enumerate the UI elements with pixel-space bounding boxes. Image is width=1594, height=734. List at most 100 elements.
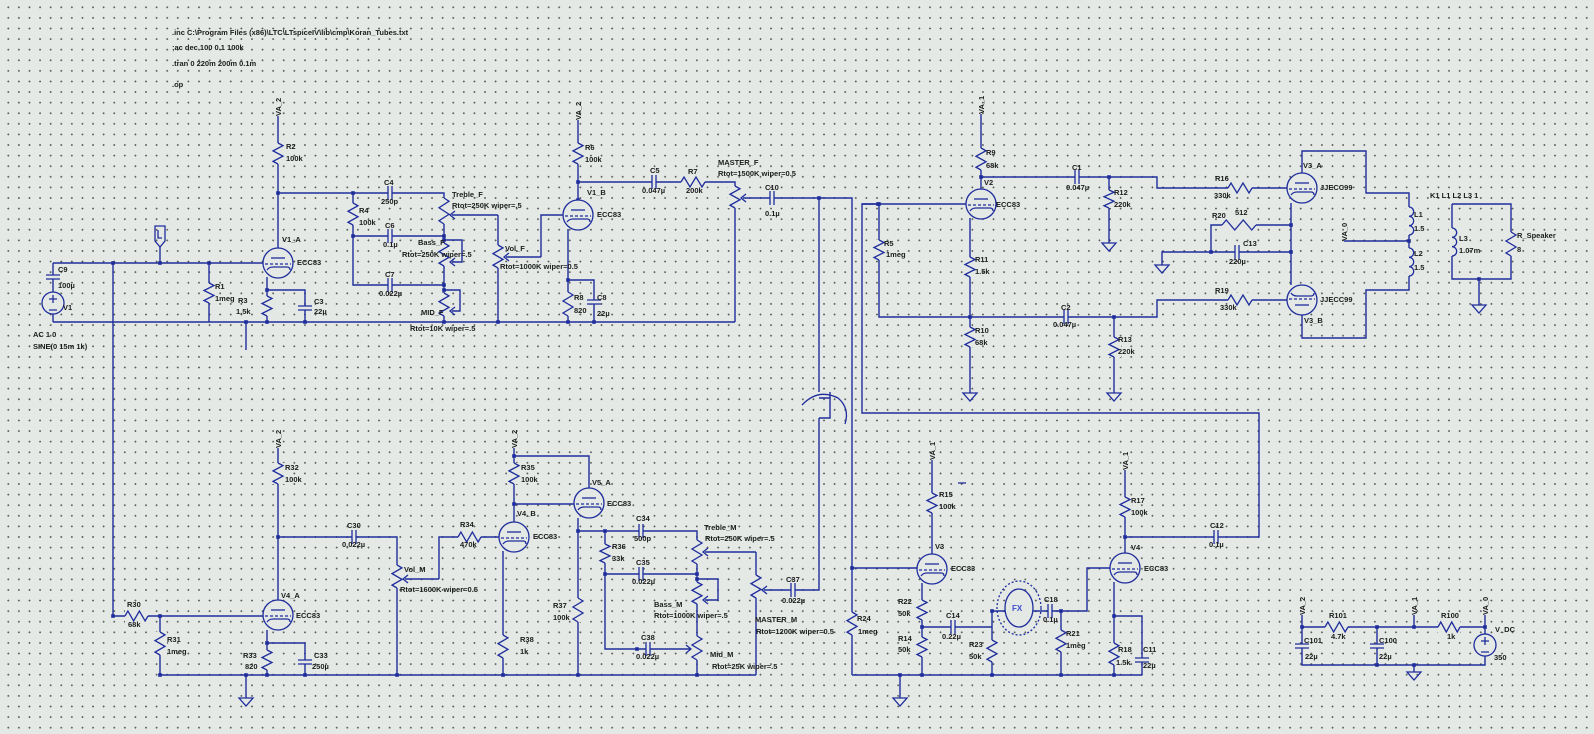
resistor-R13[interactable] bbox=[1107, 336, 1121, 358]
wire[interactable] bbox=[1161, 251, 1291, 265]
resistor-R20[interactable] bbox=[1221, 218, 1257, 232]
capacitor-C14[interactable] bbox=[950, 620, 956, 634]
resistor-R3[interactable] bbox=[260, 295, 274, 317]
resistor-R15[interactable] bbox=[925, 492, 939, 514]
wire[interactable] bbox=[819, 398, 831, 419]
wire[interactable] bbox=[604, 531, 690, 650]
capacitor-C6[interactable] bbox=[387, 229, 393, 243]
resistor-R32[interactable] bbox=[271, 462, 285, 485]
resistor-R17[interactable] bbox=[1118, 496, 1132, 518]
resistor-R37[interactable] bbox=[571, 597, 585, 623]
wire[interactable] bbox=[1301, 615, 1486, 666]
wire[interactable] bbox=[819, 197, 853, 675]
wire[interactable] bbox=[1301, 150, 1410, 339]
wire[interactable] bbox=[878, 204, 1287, 318]
tube-V2[interactable] bbox=[965, 188, 997, 220]
resistor-R30[interactable] bbox=[124, 609, 149, 623]
capacitor-C37[interactable] bbox=[790, 583, 796, 597]
voltage-source-V1[interactable] bbox=[41, 291, 65, 315]
inductor-L3[interactable] bbox=[1449, 227, 1461, 257]
wire[interactable] bbox=[444, 289, 461, 312]
capacitor-C12[interactable] bbox=[1213, 530, 1219, 544]
resistor-R18[interactable] bbox=[1107, 642, 1121, 666]
resistor-R4[interactable] bbox=[346, 202, 360, 226]
wire[interactable] bbox=[444, 239, 463, 263]
resistor-R23[interactable] bbox=[985, 639, 999, 663]
wire[interactable] bbox=[568, 279, 595, 322]
tube-V5_A[interactable] bbox=[573, 487, 605, 519]
wire[interactable] bbox=[764, 418, 820, 591]
capacitor-C13[interactable] bbox=[1234, 245, 1240, 259]
wire[interactable] bbox=[578, 530, 698, 675]
tube-V4[interactable] bbox=[1109, 552, 1141, 584]
resistor-R21[interactable] bbox=[1054, 629, 1068, 653]
resistor-R2[interactable] bbox=[271, 142, 285, 165]
resistor-R31[interactable] bbox=[153, 631, 167, 656]
wire[interactable] bbox=[1210, 224, 1291, 252]
capacitor-C35[interactable] bbox=[638, 567, 644, 581]
wire[interactable] bbox=[578, 181, 736, 322]
resistor-R9[interactable] bbox=[974, 147, 988, 171]
resistor-R19[interactable] bbox=[1227, 293, 1253, 307]
fx-block[interactable] bbox=[996, 580, 1042, 636]
tube-V4_A[interactable] bbox=[262, 599, 294, 631]
capacitor-C34[interactable] bbox=[638, 524, 644, 538]
capacitor-C5[interactable] bbox=[651, 175, 657, 189]
resistor-R16[interactable] bbox=[1227, 181, 1253, 195]
potentiometer-Treble_M[interactable] bbox=[690, 539, 704, 565]
capacitor-C3[interactable] bbox=[298, 305, 312, 311]
capacitor-C100[interactable] bbox=[1370, 643, 1384, 649]
capacitor-C8[interactable] bbox=[587, 299, 601, 305]
resistor-R6[interactable] bbox=[571, 142, 585, 165]
resistor-R36[interactable] bbox=[598, 543, 612, 564]
potentiometer-MASTER_M[interactable] bbox=[749, 574, 763, 599]
resistor-R1[interactable] bbox=[202, 282, 216, 304]
potentiometer-Mid_M[interactable] bbox=[690, 635, 704, 661]
potentiometer-MID_F[interactable] bbox=[437, 292, 451, 317]
inductor-L1[interactable] bbox=[1406, 206, 1418, 236]
resistor-R38[interactable] bbox=[496, 634, 510, 659]
potentiometer-Bass_M[interactable] bbox=[690, 581, 704, 605]
resistor-R_Speaker[interactable] bbox=[1504, 231, 1518, 257]
resistor-R34[interactable] bbox=[457, 530, 482, 544]
wire[interactable] bbox=[981, 176, 1287, 189]
tube-V1_A[interactable] bbox=[262, 247, 294, 279]
capacitor-C33[interactable] bbox=[298, 659, 312, 665]
wire[interactable] bbox=[992, 567, 1110, 612]
tube-V3[interactable] bbox=[916, 553, 948, 585]
capacitor-C9[interactable] bbox=[46, 274, 60, 280]
wire[interactable] bbox=[1114, 615, 1143, 675]
capacitor-C4[interactable] bbox=[387, 186, 393, 200]
resistor-R12[interactable] bbox=[1102, 189, 1116, 209]
capacitor-C7[interactable] bbox=[387, 278, 393, 292]
capacitor-C2[interactable] bbox=[1063, 310, 1069, 324]
capacitor-C101[interactable] bbox=[1295, 643, 1309, 649]
wire[interactable] bbox=[540, 214, 563, 257]
resistor-R7[interactable] bbox=[680, 175, 706, 189]
potentiometer-Treble_F[interactable] bbox=[437, 197, 451, 225]
wire[interactable] bbox=[514, 455, 590, 488]
wire[interactable] bbox=[697, 578, 719, 601]
capacitor-C30[interactable] bbox=[351, 530, 357, 544]
resistor-R35[interactable] bbox=[507, 462, 521, 485]
wire[interactable] bbox=[278, 192, 445, 322]
tube-V1_B[interactable] bbox=[562, 199, 594, 231]
voltage-source-V_DC[interactable] bbox=[1473, 633, 1497, 657]
tube-V3_B[interactable] bbox=[1286, 284, 1318, 316]
resistor-R5[interactable] bbox=[872, 239, 886, 261]
capacitor-C1[interactable] bbox=[1074, 170, 1080, 184]
wire[interactable] bbox=[278, 536, 398, 675]
potentiometer-Vol_F[interactable] bbox=[491, 244, 505, 269]
resistor-R101[interactable] bbox=[1324, 620, 1349, 634]
resistor-R22[interactable] bbox=[915, 599, 929, 621]
inductor-L2[interactable] bbox=[1406, 247, 1418, 277]
capacitor-C38[interactable] bbox=[645, 642, 651, 656]
tube-V4_B[interactable] bbox=[498, 521, 530, 553]
voltage-probe-icon[interactable] bbox=[154, 225, 166, 249]
resistor-R33[interactable] bbox=[260, 649, 274, 671]
resistor-R14[interactable] bbox=[915, 636, 929, 658]
tube-V3_A[interactable] bbox=[1286, 172, 1318, 204]
potentiometer-Bass_F[interactable] bbox=[437, 242, 451, 267]
potentiometer-Vol_M[interactable] bbox=[390, 564, 404, 589]
